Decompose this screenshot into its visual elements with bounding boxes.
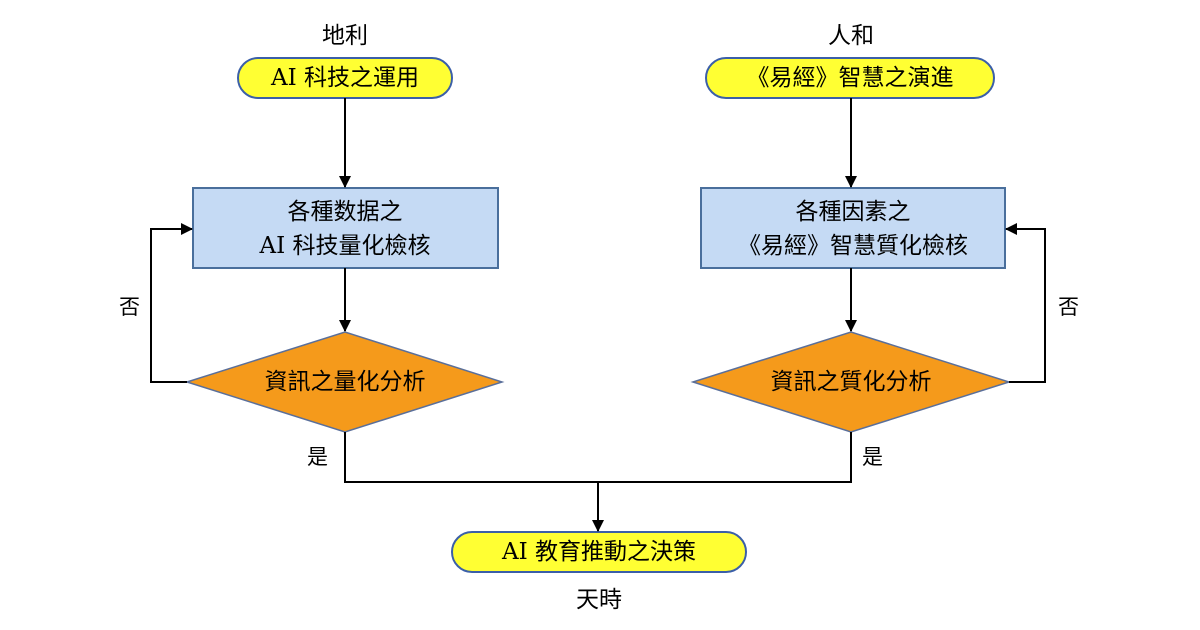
- end-label: AI 教育推動之決策: [501, 539, 697, 565]
- left-process-line1: 各種数据之: [287, 199, 403, 225]
- footer-label: 天時: [576, 587, 622, 613]
- left-no-loop-arrow: [150, 223, 193, 383]
- left-process-label: 各種数据之 AI 科技量化檢核: [259, 195, 430, 263]
- right-process-box: [700, 187, 1006, 269]
- right-no-label: 否: [1058, 295, 1079, 319]
- left-process-line2: AI 科技量化檢核: [259, 233, 431, 259]
- right-process-label: 各種因素之 《易經》智慧質化檢核: [738, 195, 968, 263]
- end-terminal: [451, 531, 747, 573]
- left-process-box: [192, 187, 499, 269]
- left-header-label: 地利: [322, 23, 368, 49]
- yes-merge-connector: [344, 432, 852, 483]
- right-no-loop-arrow: [1005, 223, 1046, 383]
- right-decision-label: 資訊之質化分析: [770, 369, 932, 395]
- left-no-label: 否: [119, 295, 140, 319]
- left-yes-label: 是: [307, 445, 328, 469]
- left-start-label: AI 科技之運用: [270, 65, 420, 91]
- right-start-label: 《易經》智慧之演進: [746, 65, 954, 91]
- right-yes-label: 是: [862, 445, 883, 469]
- left-decision-label: 資訊之量化分析: [264, 369, 426, 395]
- left-decision-diamond: [184, 331, 505, 433]
- right-process-line1: 各種因素之: [795, 199, 911, 225]
- right-process-line2: 《易經》智慧質化檢核: [738, 233, 968, 259]
- right-header-label: 人和: [828, 23, 874, 49]
